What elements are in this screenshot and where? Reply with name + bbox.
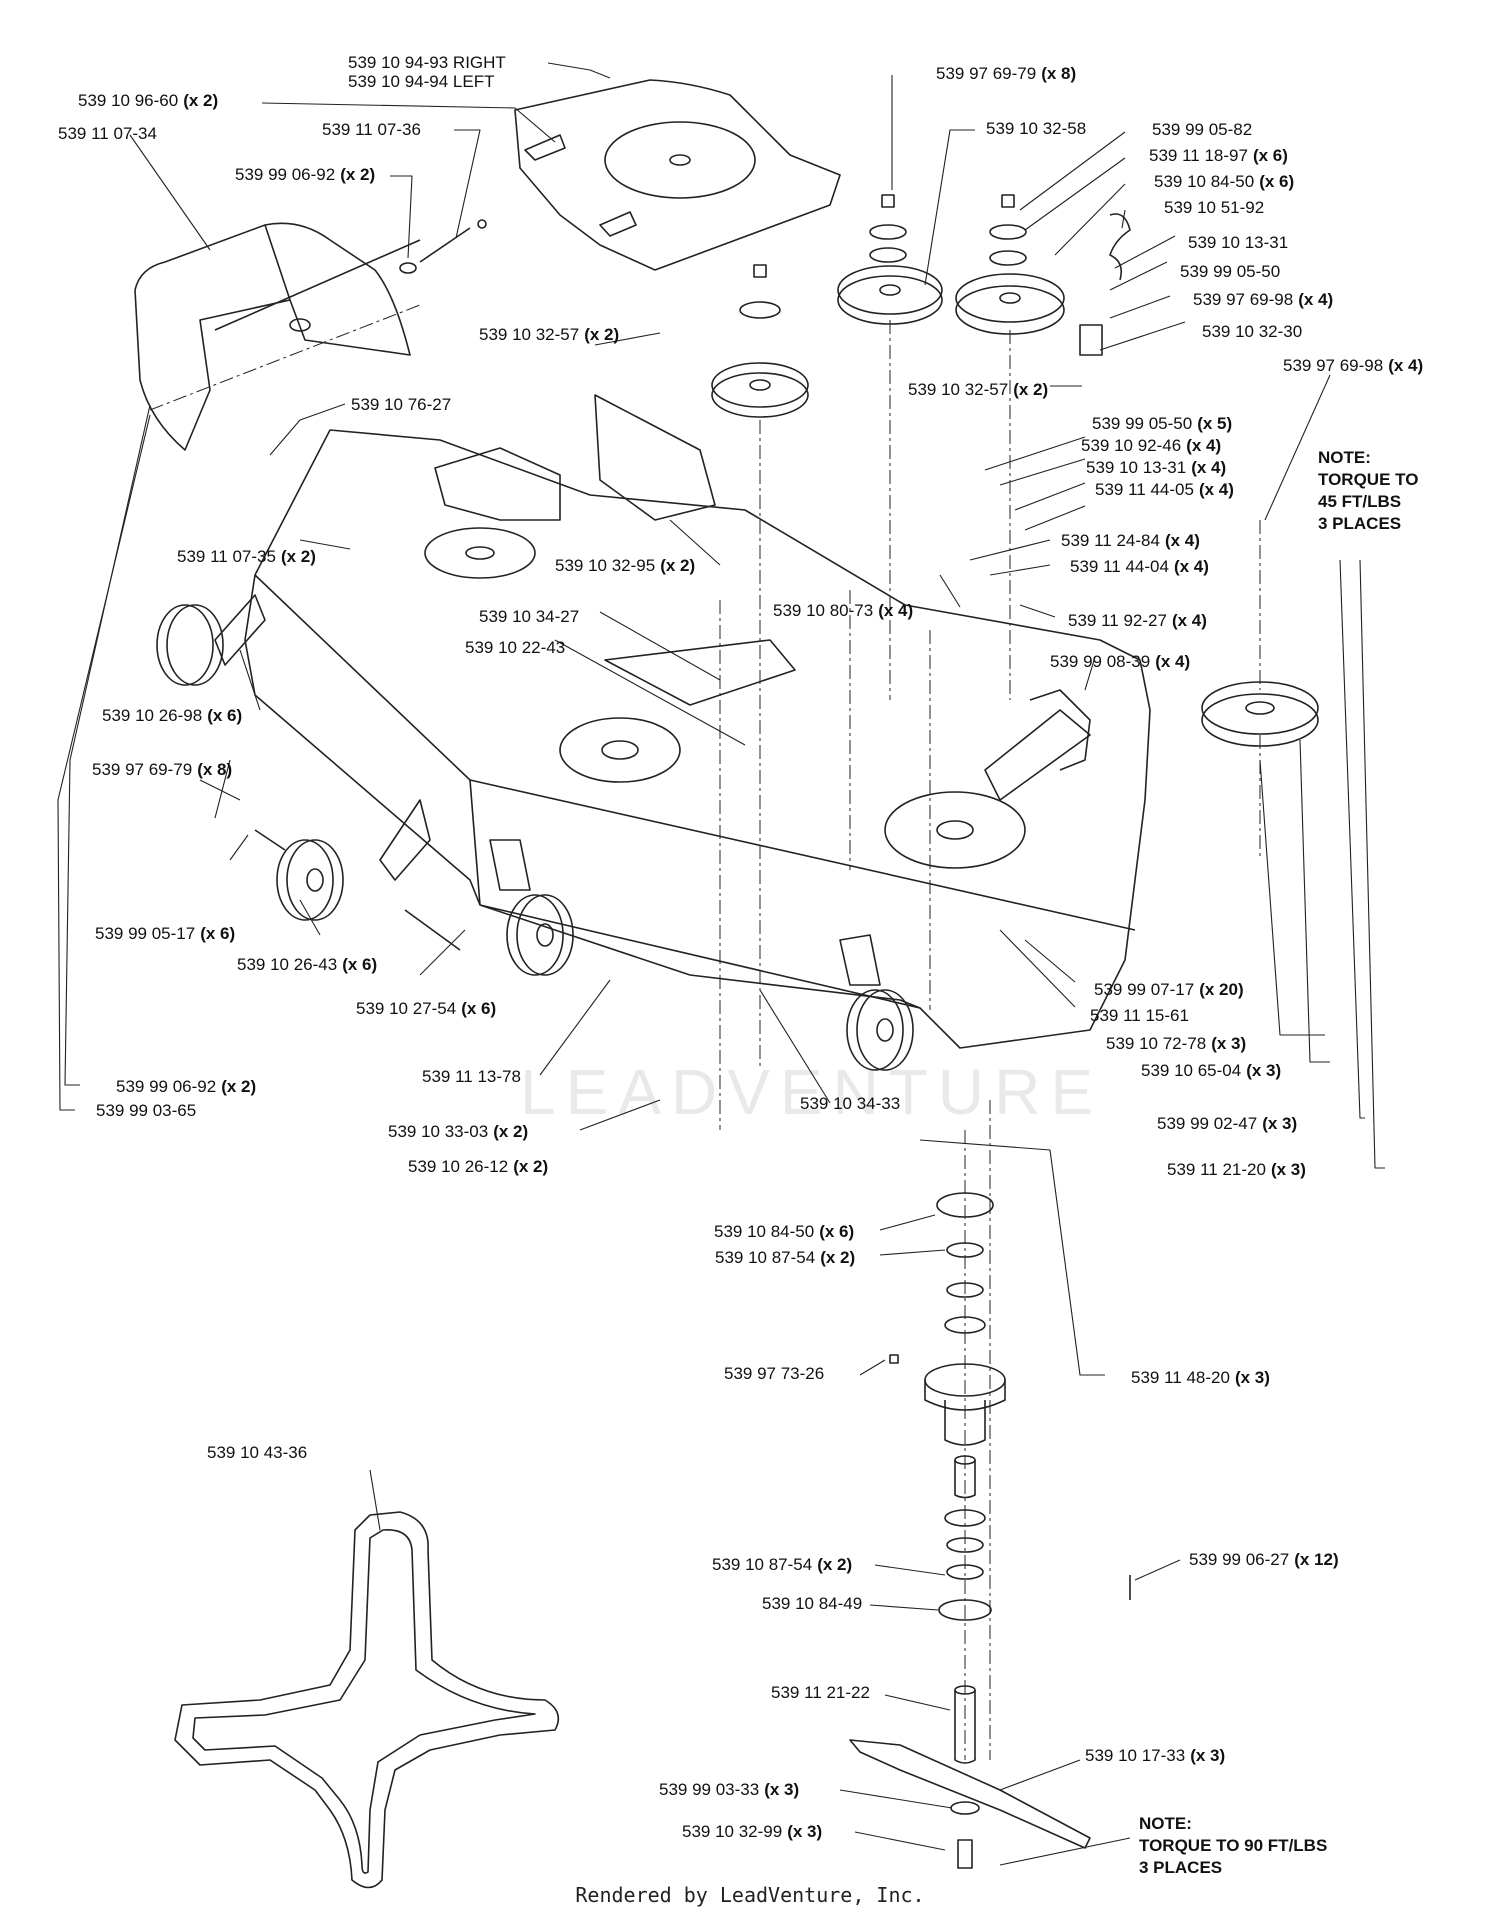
callout: 539 10 33-03(x 2) bbox=[388, 1122, 529, 1141]
callout: 539 10 17-33(x 3) bbox=[1085, 1746, 1226, 1765]
callout: 539 99 02-47(x 3) bbox=[1157, 1114, 1298, 1133]
callout: 539 10 76-27 bbox=[351, 395, 452, 414]
callout: 539 10 72-78(x 3) bbox=[1106, 1034, 1247, 1053]
callout: 539 99 05-82 bbox=[1152, 120, 1253, 139]
callout: 539 10 13-31 bbox=[1188, 233, 1289, 252]
torque-note-45: NOTE: TORQUE TO 45 FT/LBS 3 PLACES bbox=[1318, 448, 1419, 533]
callout: 539 97 73-26 bbox=[724, 1364, 825, 1383]
callout: 539 10 80-73(x 4) bbox=[773, 601, 914, 620]
callout: 539 11 13-78 bbox=[422, 1067, 521, 1086]
callout: 539 11 44-04(x 4) bbox=[1070, 557, 1209, 576]
pulleys-drawing bbox=[711, 194, 1319, 747]
assembly-centerlines bbox=[149, 304, 1261, 1760]
footer-credit: Rendered by LeadVenture, Inc. bbox=[575, 1883, 925, 1907]
callout: 539 99 03-65 bbox=[96, 1101, 197, 1120]
callout: 539 99 06-92(x 2) bbox=[116, 1077, 257, 1096]
callout: 539 10 92-46(x 4) bbox=[1081, 436, 1222, 455]
callout: 539 10 32-58 bbox=[986, 119, 1087, 138]
callout: 539 10 34-27 bbox=[479, 607, 580, 626]
callout: 539 11 07-35(x 2) bbox=[177, 547, 316, 566]
callout: 539 11 44-05(x 4) bbox=[1095, 480, 1234, 499]
callout: 539 99 06-92(x 2) bbox=[235, 165, 376, 184]
callout: 539 10 26-12(x 2) bbox=[408, 1157, 549, 1176]
callout: 539 10 84-50(x 6) bbox=[1154, 172, 1295, 191]
callout: 539 10 13-31(x 4) bbox=[1086, 458, 1227, 477]
discharge-chute-drawing bbox=[134, 219, 487, 451]
drive-belt-drawing bbox=[174, 1511, 560, 1889]
callout: 539 10 32-95(x 2) bbox=[555, 556, 696, 575]
gauge-wheels-drawing bbox=[156, 594, 914, 1071]
callout: 539 11 21-22 bbox=[771, 1683, 870, 1702]
callout: 539 10 84-49 bbox=[762, 1594, 863, 1613]
callout: 539 11 48-20(x 3) bbox=[1131, 1368, 1270, 1387]
callout: 539 10 22-43 bbox=[465, 638, 566, 657]
callout: 539 10 43-36 bbox=[207, 1443, 308, 1462]
callout: 539 10 96-60(x 2) bbox=[78, 91, 219, 110]
mower-deck-drawing bbox=[244, 394, 1151, 1049]
callout: 539 97 69-98(x 4) bbox=[1283, 356, 1424, 375]
callout: 539 10 32-99(x 3) bbox=[682, 1822, 823, 1841]
callout: 539 10 26-98(x 6) bbox=[102, 706, 243, 725]
torque-note-90: NOTE: TORQUE TO 90 FT/LBS 3 PLACES bbox=[1139, 1814, 1328, 1877]
callout: 539 10 32-57(x 2) bbox=[908, 380, 1049, 399]
callout: 539 99 06-27(x 12) bbox=[1189, 1550, 1339, 1569]
callout: 539 99 05-50 bbox=[1180, 262, 1281, 281]
callout: 539 10 27-54(x 6) bbox=[356, 999, 497, 1018]
callout: 539 99 03-33(x 3) bbox=[659, 1780, 800, 1799]
callout: 539 10 94-94 LEFT bbox=[348, 72, 495, 91]
callout: 539 99 05-50(x 5) bbox=[1092, 414, 1233, 433]
callout: 539 11 18-97(x 6) bbox=[1149, 146, 1288, 165]
callout: 539 97 69-98(x 4) bbox=[1193, 290, 1334, 309]
callout: 539 99 05-17(x 6) bbox=[95, 924, 236, 943]
callout: 539 11 07-36 bbox=[322, 120, 421, 139]
leader-lines bbox=[57, 62, 1385, 1866]
callout: 539 10 87-54(x 2) bbox=[715, 1248, 856, 1267]
callout: 539 11 21-20(x 3) bbox=[1167, 1160, 1306, 1179]
callout: 539 10 94-93 RIGHT bbox=[348, 53, 506, 72]
callout: 539 10 65-04(x 3) bbox=[1141, 1061, 1282, 1080]
callout: 539 10 87-54(x 2) bbox=[712, 1555, 853, 1574]
watermark: LEADVENTURE bbox=[520, 1056, 1103, 1128]
callout: 539 10 51-92 bbox=[1164, 198, 1265, 217]
callout: 539 10 32-30 bbox=[1202, 322, 1303, 341]
callout: 539 11 15-61 bbox=[1090, 1006, 1189, 1025]
callout: 539 11 92-27(x 4) bbox=[1068, 611, 1207, 630]
callout: 539 99 07-17(x 20) bbox=[1094, 980, 1244, 999]
callout: 539 99 08-39(x 4) bbox=[1050, 652, 1191, 671]
callout: 539 97 69-79(x 8) bbox=[936, 64, 1077, 83]
callout: 539 10 32-57(x 2) bbox=[479, 325, 620, 344]
callout: 539 10 84-50(x 6) bbox=[714, 1222, 855, 1241]
callout: 539 11 24-84(x 4) bbox=[1061, 531, 1200, 550]
callout: 539 97 69-79(x 8) bbox=[92, 760, 233, 779]
callout: 539 10 26-43(x 6) bbox=[237, 955, 378, 974]
callout: 539 10 34-33 bbox=[800, 1094, 901, 1113]
belt-cover-drawing bbox=[514, 79, 841, 271]
callout: 539 11 07-34 bbox=[58, 124, 157, 143]
